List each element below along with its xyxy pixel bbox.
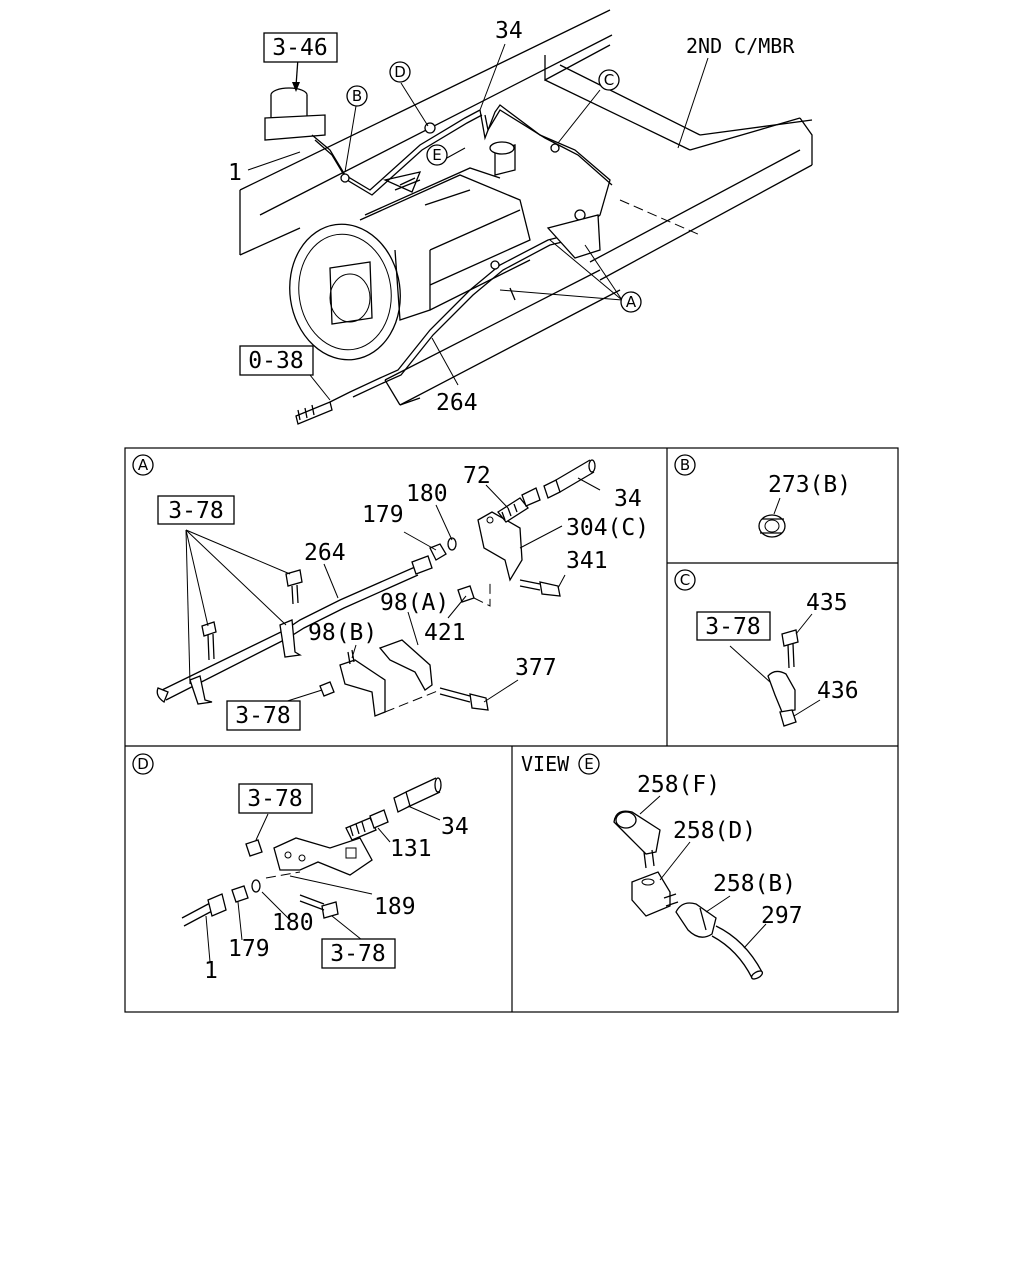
- svg-text:E: E: [584, 755, 593, 773]
- svg-text:C: C: [604, 71, 614, 89]
- part-34-label: 34: [495, 18, 523, 44]
- svg-text:E: E: [432, 146, 441, 164]
- callout-box-3-46: [263, 32, 338, 63]
- panel-A-callout-box-bottom: [226, 700, 301, 731]
- marker-circle-B: B: [346, 85, 368, 107]
- panel-E-part-297: 297: [761, 903, 803, 929]
- svg-text:B: B: [680, 456, 690, 474]
- panel-B-marker: B: [674, 454, 696, 476]
- panel-A-callout-box-top: [157, 495, 235, 525]
- panel-C-marker: C: [674, 569, 696, 591]
- panel-D-part-131: 131: [390, 836, 432, 862]
- panel-C-part-435: 435: [806, 590, 848, 616]
- detail-panel-C: C 3-78 435 436: [674, 569, 859, 727]
- panel-D-callout-box-top: [238, 783, 313, 814]
- panel-E-part-258d: 258(D): [673, 818, 756, 844]
- marker-circle-E: E: [426, 144, 448, 166]
- panel-C-callout-box: [696, 611, 771, 641]
- panel-A-part-304c: 304(C): [566, 515, 649, 541]
- panel-A-part-341: 341: [566, 548, 608, 574]
- panel-A-part-264: 264: [304, 540, 346, 566]
- marker-circle-A: A: [620, 291, 642, 313]
- svg-text:D: D: [137, 755, 149, 773]
- panel-A-part-34: 34: [614, 486, 642, 512]
- air-dryer: [264, 57, 326, 141]
- detail-panel-E: VIEW E 258(F) 258(D) 258(B) 297: [521, 752, 803, 980]
- panel-A-ref-3-78-top: 3-78: [168, 498, 223, 524]
- panel-A-part-98b: 98(B): [308, 620, 377, 646]
- panel-A-part-72: 72: [463, 463, 491, 489]
- panel-D-part-189: 189: [374, 894, 416, 920]
- panel-A-part-377: 377: [515, 655, 557, 681]
- cross-member: [589, 117, 813, 281]
- panel-A-marker: A: [132, 454, 154, 476]
- frame-rail-front: [384, 269, 621, 406]
- frame-member-label: 2ND C/MBR: [686, 34, 795, 58]
- panel-A-part-98a: 98(A): [380, 590, 449, 616]
- ref-0-38-label: 0-38: [248, 348, 303, 374]
- callout-box-0-38: [239, 345, 314, 376]
- panel-D-ref-3-78-bottom: 3-78: [330, 941, 385, 967]
- svg-text:D: D: [394, 63, 406, 81]
- panel-E-part-258f: 258(F): [637, 772, 720, 798]
- panel-B-part-273b: 273(B): [768, 472, 851, 498]
- marker-circle-C: C: [598, 69, 620, 91]
- detail-panel-A: A: [132, 454, 649, 731]
- panel-D-marker: D: [132, 753, 154, 775]
- panel-D-part-179: 179: [228, 936, 270, 962]
- svg-text:C: C: [680, 571, 690, 589]
- panel-C-part-436: 436: [817, 678, 859, 704]
- panel-A-ref-3-78-bottom: 3-78: [235, 703, 290, 729]
- overview-illustration: 3-46 0-38 34 2ND C/MBR 1 264 B D C E A: [228, 9, 813, 425]
- panel-D-ref-3-78-top: 3-78: [247, 786, 302, 812]
- svg-text:B: B: [352, 87, 362, 105]
- svg-text:A: A: [626, 293, 637, 311]
- panel-C-ref-3-78: 3-78: [705, 614, 760, 640]
- panel-D-callout-box-bottom: [321, 938, 396, 969]
- part-1-label: 1: [228, 160, 242, 186]
- panel-D-part-180: 180: [272, 910, 314, 936]
- detail-panel-D: D 3-78: [132, 753, 469, 984]
- panel-E-marker: E: [578, 753, 600, 775]
- marker-circle-D: D: [389, 61, 411, 83]
- detail-panels-frame: [124, 447, 899, 1013]
- part-264-label: 264: [436, 390, 478, 416]
- panel-A-part-421: 421: [424, 620, 466, 646]
- panel-A-part-180: 180: [406, 481, 448, 507]
- transmission: [289, 141, 531, 361]
- panel-E-view-text: VIEW: [521, 752, 570, 776]
- panel-D-part-34: 34: [441, 814, 469, 840]
- overview-leaders: [247, 43, 709, 401]
- panel-E-part-258b: 258(B): [713, 871, 796, 897]
- detail-panel-B: B 273(B): [674, 454, 851, 538]
- frame-rail-back: [239, 9, 701, 256]
- ref-3-46-label: 3-46: [272, 35, 327, 61]
- panel-A-part-179: 179: [362, 502, 404, 528]
- panel-D-part-1: 1: [204, 958, 218, 984]
- grommet-273b: [758, 514, 786, 538]
- svg-text:A: A: [138, 456, 149, 474]
